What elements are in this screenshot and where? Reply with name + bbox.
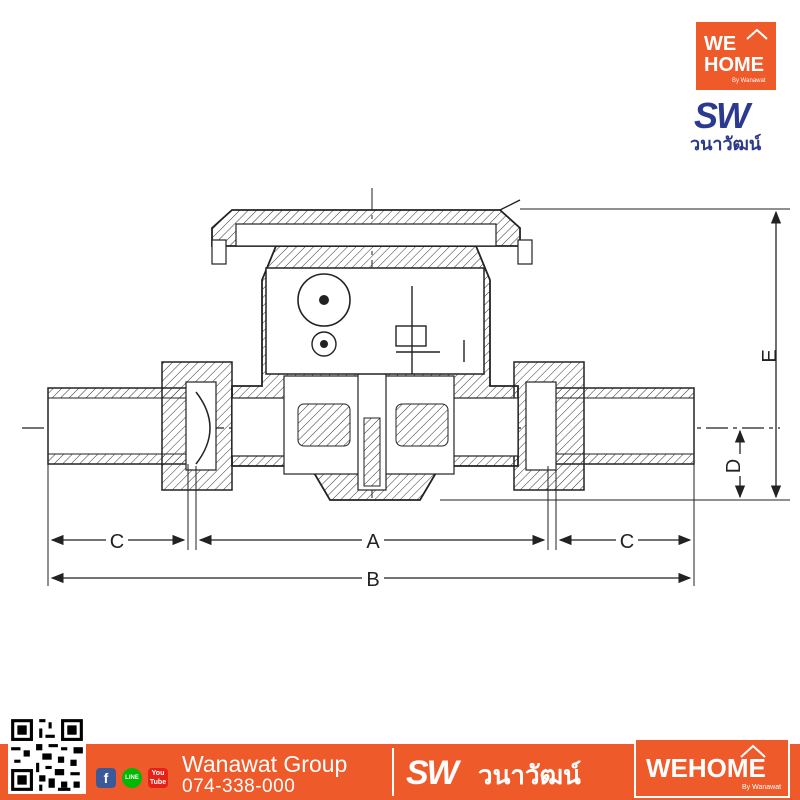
dimension-label-a: A bbox=[366, 531, 380, 553]
wehome-logo-we: WE bbox=[704, 33, 737, 55]
footer-wehome-logo: WEHOME By Wanawat bbox=[634, 738, 790, 798]
house-roof-icon bbox=[740, 744, 766, 758]
footer-divider bbox=[392, 748, 394, 796]
dimension-d: D bbox=[694, 429, 760, 501]
dimension-label-c-left: C bbox=[110, 531, 124, 553]
dimension-c-left: C bbox=[50, 528, 186, 553]
footer-sw-thai-name: วนาวัฒน์ bbox=[478, 760, 581, 790]
wehome-logo-home: HOME bbox=[704, 54, 764, 76]
dimension-label-e: E bbox=[759, 349, 781, 362]
wehome-logo-byline: By Wanawat bbox=[732, 78, 766, 84]
facebook-icon[interactable]: f bbox=[96, 768, 116, 788]
right-pipe-connector bbox=[513, 361, 695, 491]
footer-wehome-text: WEHOME bbox=[646, 753, 766, 783]
qr-code-icon[interactable] bbox=[8, 716, 86, 794]
meter-lid bbox=[211, 199, 533, 265]
wehome-logo: WE HOME By Wanawat bbox=[696, 22, 776, 90]
house-roof-icon bbox=[746, 28, 768, 40]
footer-company-name: Wanawat Group bbox=[182, 751, 348, 777]
footer-sw-mark: SW bbox=[406, 754, 459, 792]
sw-logo-thai-name: วนาวัฒน์ bbox=[690, 134, 762, 154]
sw-logo: SW วนาวัฒน์ bbox=[690, 96, 782, 158]
footer-wehome-byline: By Wanawat bbox=[742, 784, 782, 791]
dimension-label-b: B bbox=[366, 569, 379, 591]
dimension-a: A bbox=[198, 528, 546, 553]
footer-phone-number[interactable]: 074-338-000 bbox=[182, 776, 296, 797]
dimension-label-d: D bbox=[723, 459, 745, 473]
sw-logo-mark: SW bbox=[694, 95, 750, 136]
dimension-c-right: C bbox=[558, 528, 692, 553]
water-meter-cross-section-diagram: E D C A C B bbox=[22, 188, 790, 591]
dimension-label-c-right: C bbox=[620, 531, 634, 553]
register-chamber bbox=[265, 267, 485, 375]
line-icon[interactable]: LINE bbox=[122, 768, 142, 788]
dimension-b: B bbox=[50, 566, 692, 591]
left-pipe-connector bbox=[47, 361, 233, 491]
footer-sw-logo: SW วนาวัฒน์ bbox=[400, 752, 628, 794]
